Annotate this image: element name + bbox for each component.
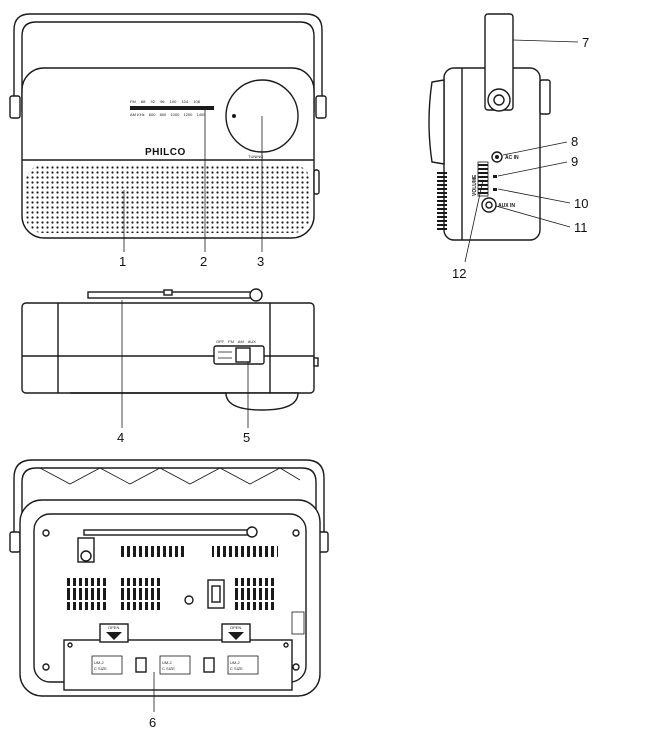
battery-cover-tab-left[interactable]: OPEN bbox=[99, 623, 129, 643]
svg-text:OPEN: OPEN bbox=[230, 625, 241, 630]
callout-2: 2 bbox=[200, 254, 207, 269]
callout-6: 6 bbox=[149, 715, 156, 730]
callout-9: 9 bbox=[571, 154, 578, 169]
svg-text:UM-2: UM-2 bbox=[94, 660, 105, 665]
callout-5: 5 bbox=[243, 430, 250, 445]
vent-slots-top bbox=[118, 545, 184, 557]
volume-label: VOLUME bbox=[472, 174, 478, 196]
svg-text:C SIZE: C SIZE bbox=[94, 666, 107, 671]
aux-in-label: AUX IN bbox=[498, 203, 515, 209]
callout-12: 12 bbox=[452, 266, 466, 281]
callout-7: 7 bbox=[582, 35, 589, 50]
callout-leaders bbox=[121, 39, 579, 712]
svg-text:UM-2: UM-2 bbox=[162, 660, 173, 665]
top-view: OFF FM AM AUX bbox=[21, 288, 319, 411]
brand-logo: PHILCO bbox=[145, 147, 186, 158]
tuning-scale: FM 88 92 96 100 104 108 AM KHz 600 800 1… bbox=[130, 99, 214, 117]
callout-numbers: 1 2 3 4 5 6 7 8 9 10 11 12 bbox=[117, 35, 589, 730]
svg-text:C SIZE: C SIZE bbox=[230, 666, 243, 671]
indicator-10 bbox=[493, 188, 497, 191]
svg-text:OFF FM AM: OFF FM AM AUX bbox=[216, 339, 256, 344]
am-scale: AM KHz 600 800 1000 1200 1400 bbox=[130, 112, 206, 117]
callout-4: 4 bbox=[117, 430, 124, 445]
svg-text:C SIZE: C SIZE bbox=[162, 666, 175, 671]
volume-wheel[interactable] bbox=[477, 161, 489, 197]
battery-slot-3: UM-2 C SIZE bbox=[227, 655, 259, 675]
speaker-grille bbox=[26, 165, 310, 233]
battery-slot-2: UM-2 C SIZE bbox=[159, 655, 191, 675]
callout-3: 3 bbox=[257, 254, 264, 269]
battery-slot-1: UM-2 C SIZE bbox=[91, 655, 123, 675]
svg-text:UM-2: UM-2 bbox=[230, 660, 241, 665]
side-view: AC IN VOLUME AUX IN bbox=[428, 13, 551, 241]
band-switch[interactable]: OFF FM AM AUX bbox=[213, 339, 265, 365]
callout-11: 11 bbox=[574, 220, 588, 235]
tuning-label: TUNING bbox=[248, 154, 263, 159]
carry-handle bbox=[13, 13, 323, 118]
back-view: OPEN OPEN UM-2 C SIZE UM-2 C SIZE UM-2 C… bbox=[9, 459, 329, 697]
carry-handle-back bbox=[13, 459, 325, 548]
fm-scale: FM 88 92 96 100 104 108 bbox=[130, 99, 201, 104]
battery-cover-tab-right[interactable]: OPEN bbox=[221, 623, 251, 643]
callout-8: 8 bbox=[571, 134, 578, 149]
callout-1: 1 bbox=[119, 254, 126, 269]
indicator-9 bbox=[493, 175, 497, 178]
callout-10: 10 bbox=[574, 196, 588, 211]
svg-text:OPEN: OPEN bbox=[108, 625, 119, 630]
ac-in-label: AC IN bbox=[505, 155, 519, 161]
battery-compartment bbox=[63, 639, 293, 691]
front-view: FM 88 92 96 100 104 108 AM KHz 600 800 1… bbox=[9, 13, 327, 239]
